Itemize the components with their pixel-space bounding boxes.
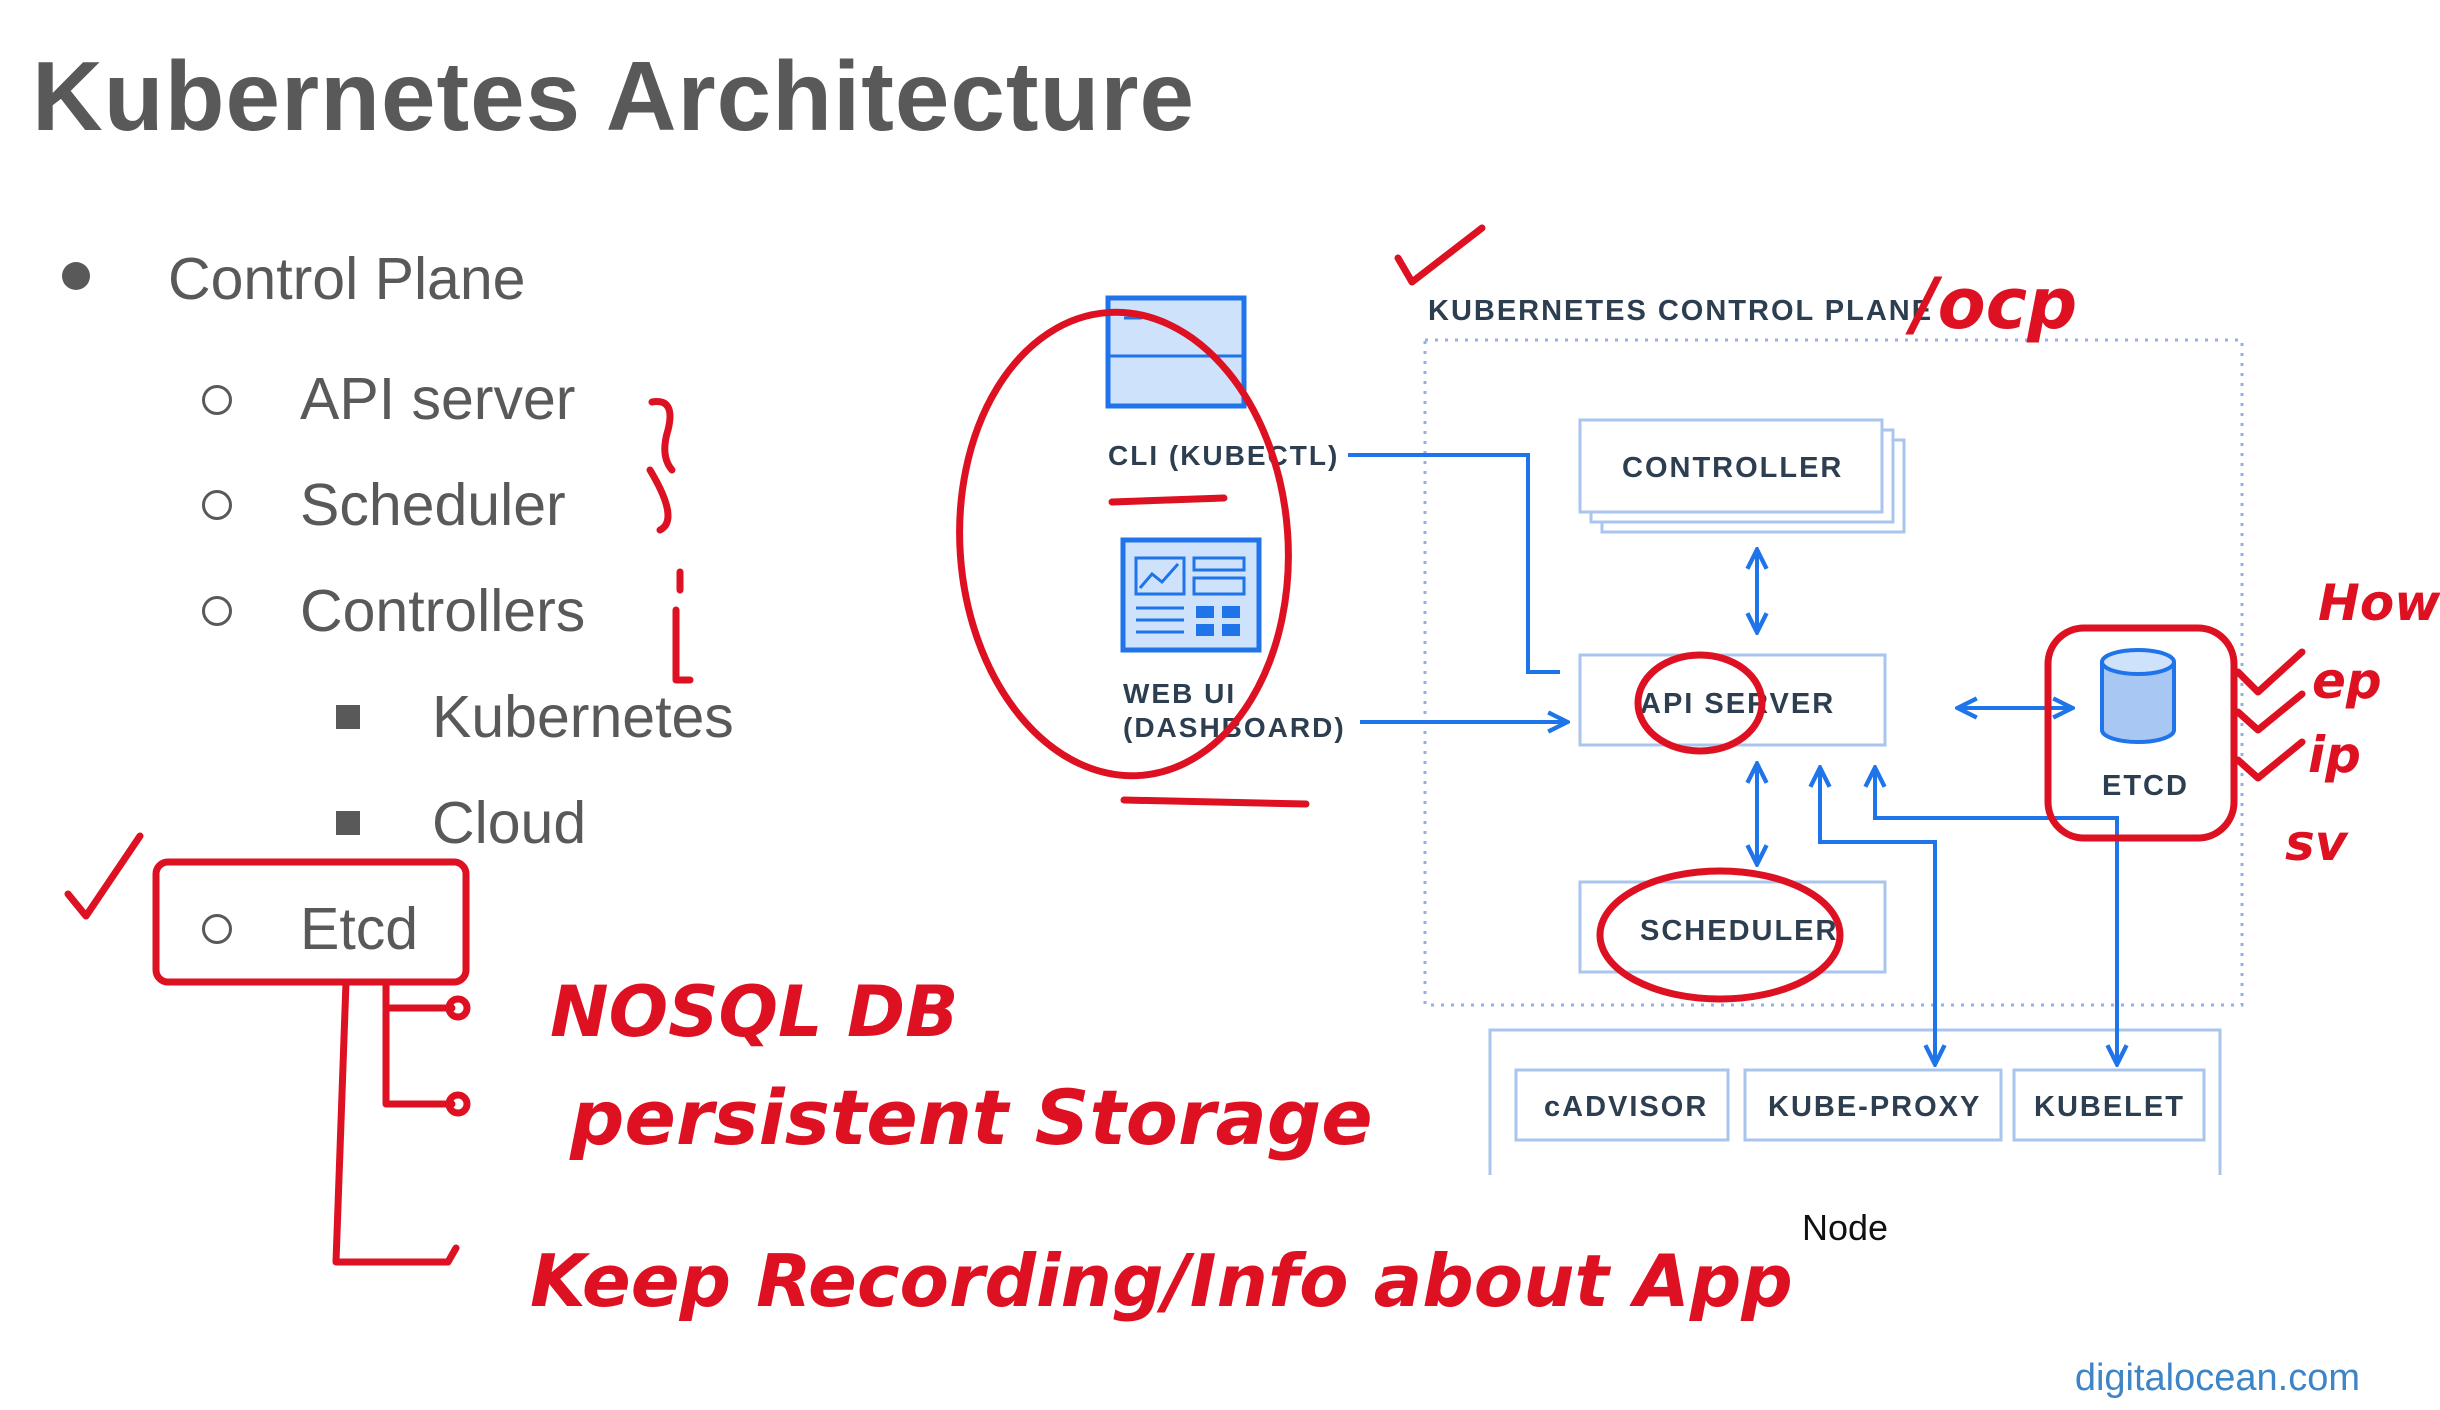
scheduler-label: SCHEDULER: [1640, 915, 1838, 947]
bullet-control-plane: Control Plane: [168, 246, 526, 312]
web-ui-label-line1: WEB UI: [1123, 678, 1236, 709]
etcd-label: ETCD: [2102, 770, 2189, 802]
check-mark: [2234, 690, 2306, 734]
cadvisor-label: cADVISOR: [1544, 1091, 1708, 1123]
bullet-circle: [202, 596, 232, 626]
source-credit: digitalocean.com: [2074, 1357, 2360, 1399]
bullet-cloud: Cloud: [432, 790, 587, 856]
bullet-etcd: Etcd: [300, 896, 419, 962]
bullet-controllers: Controllers: [300, 578, 586, 644]
bullet-api-server: API server: [300, 366, 576, 432]
side-note: sv: [2285, 814, 2349, 872]
api-server-circle: [1634, 651, 1766, 755]
connector-dot: [445, 1091, 471, 1117]
api-server-label: API SERVER: [1640, 688, 1835, 720]
database-icon: [2100, 648, 2176, 744]
check-mark: [2234, 738, 2306, 782]
bullet-kubernetes: Kubernetes: [432, 684, 734, 750]
bullet-square: [336, 811, 360, 835]
check-mark: [1394, 224, 1486, 286]
controller-box: [1578, 418, 1906, 534]
persistent-note: persistent Storage: [569, 1073, 1373, 1162]
slide-title: Kubernetes Architecture: [32, 41, 1196, 151]
bullet-circle: [202, 914, 232, 944]
keep-note: Keep Recording/Info about App: [530, 1239, 1793, 1323]
scribble-mark: [672, 568, 694, 684]
cli-label: CLI (KUBECTL): [1108, 440, 1339, 471]
nosql-note: NOSQL DB: [550, 971, 958, 1053]
kubelet-label: KUBELET: [2034, 1091, 2185, 1123]
dashboard-icon: [1120, 537, 1262, 653]
bullet-circle: [202, 385, 232, 415]
side-note: How: [2318, 574, 2440, 632]
cadvisor-box: [1514, 1068, 1730, 1142]
side-note: ip: [2308, 726, 2361, 784]
side-note: ep: [2312, 652, 2382, 710]
check-mark: [2234, 648, 2306, 696]
control-plane-label: KUBERNETES CONTROL PLANE: [1428, 295, 1933, 327]
scheduler-circle: [1596, 867, 1844, 1003]
connector-bracket: [382, 978, 456, 1012]
kube-proxy-label: KUBE-PROXY: [1768, 1091, 1981, 1123]
bullet-circle: [202, 490, 232, 520]
bullet-disc: [62, 262, 90, 290]
etcd-highlight: [2044, 624, 2238, 842]
connector-dot: [445, 995, 471, 1021]
connector-bracket: [332, 978, 460, 1266]
handwritten-annotations: /ocp How ep ip sv NOSQL DB persistent St…: [64, 224, 2440, 1323]
kube-proxy-box: [1743, 1068, 2003, 1142]
scribble-mark: [646, 398, 676, 534]
bullet-square: [336, 705, 360, 729]
connector-bracket: [382, 1006, 456, 1108]
bullet-scheduler: Scheduler: [300, 472, 566, 538]
ocp-note: /ocp: [1905, 263, 2077, 345]
check-mark: [64, 832, 144, 920]
client-circle: [956, 308, 1292, 780]
connector-arrows: [1348, 453, 2117, 1062]
underline: [1120, 796, 1310, 808]
controller-label: CONTROLLER: [1622, 452, 1843, 484]
node-caption: Node: [1802, 1207, 1888, 1248]
kubelet-box: [2012, 1068, 2206, 1142]
api-server-box: [1578, 653, 1887, 747]
etcd-bullet-box: [152, 858, 470, 986]
underline: [1108, 494, 1228, 506]
